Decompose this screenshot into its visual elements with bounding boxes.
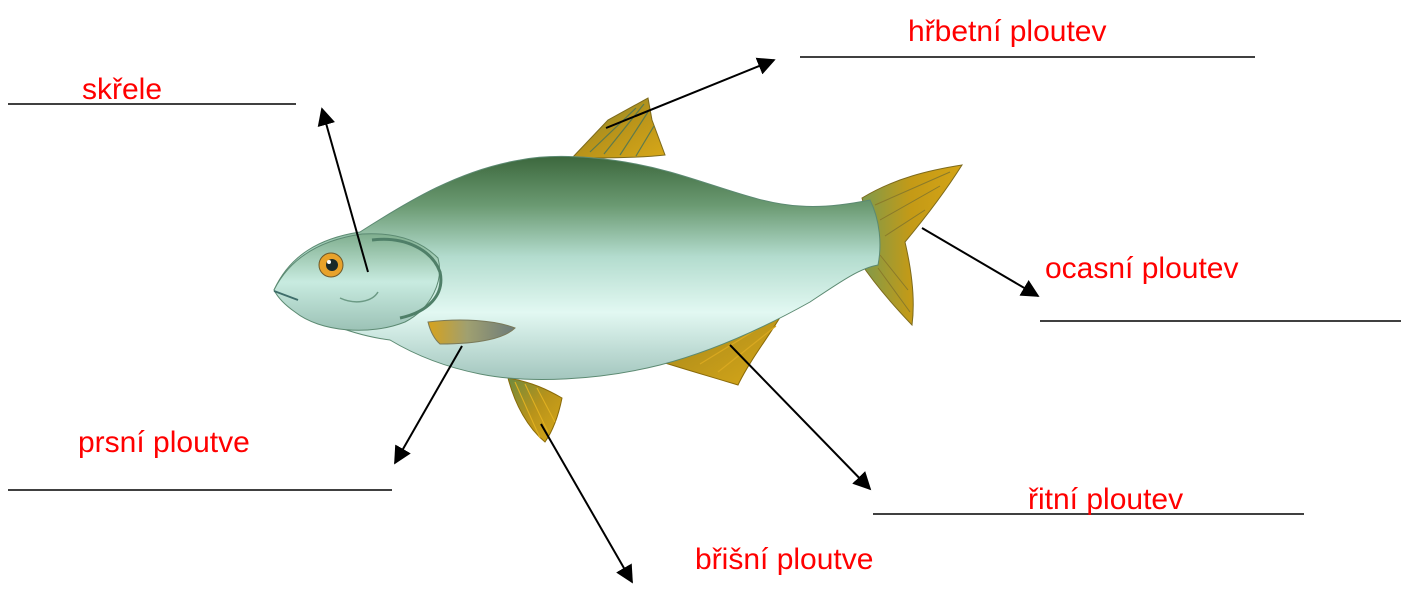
dorsal-fin-arrow	[606, 60, 774, 128]
gills-label: skřele	[82, 73, 162, 106]
caudal-fin-arrow	[922, 228, 1038, 296]
pelvic-fins-arrow	[541, 424, 632, 582]
fish-illustration	[274, 98, 962, 442]
pectoral-fins-arrow	[395, 346, 462, 463]
pectoral-fins-label: prsní ploutve	[78, 426, 250, 459]
pelvic-fin	[508, 378, 562, 442]
pelvic-fins-label: břišní ploutve	[695, 543, 873, 576]
anal-fin-label: řitní ploutev	[1028, 483, 1183, 516]
anal-fin-arrow	[730, 345, 870, 489]
dorsal-fin-label: hřbetní ploutev	[908, 15, 1106, 48]
fish-head	[274, 234, 440, 331]
dorsal-fin	[572, 98, 665, 158]
fish-eye	[319, 253, 343, 277]
caudal-fin-label: ocasní ploutev	[1045, 252, 1238, 285]
